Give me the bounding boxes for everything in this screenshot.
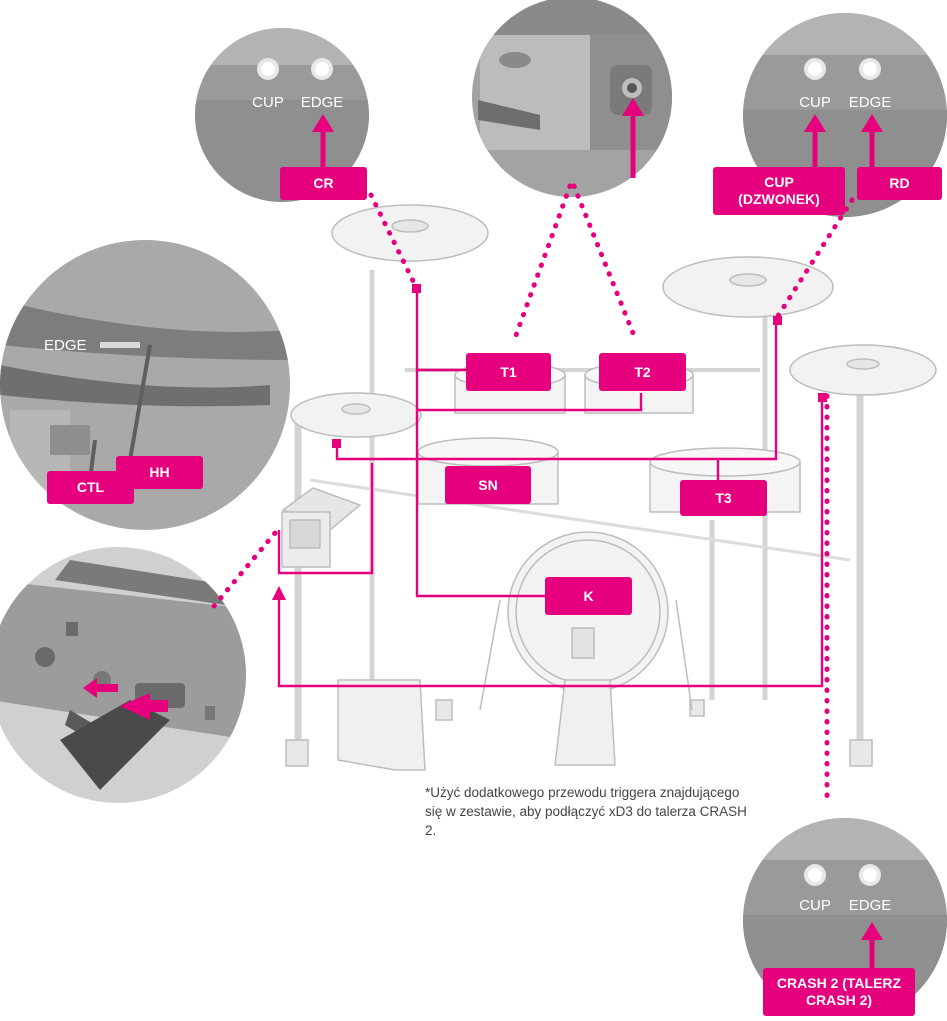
rd-cup-text: CUP	[799, 94, 831, 111]
rd-label: RD	[857, 167, 942, 200]
rd-edge-text: EDGE	[849, 94, 892, 111]
cup-dzwonek-label: CUP (DZWONEK)	[713, 167, 845, 215]
ctl-label: CTL	[47, 471, 134, 504]
k-label: K	[545, 577, 632, 615]
t2-label: T2	[599, 353, 686, 391]
hh-edge-text: EDGE	[44, 337, 87, 354]
cr-label: CR	[280, 167, 367, 200]
footnote-text: *Użyć dodatkowego przewodu triggera znaj…	[425, 785, 747, 838]
cr-cup-text: CUP	[252, 94, 284, 111]
crash2-label: CRASH 2 (TALERZ CRASH 2)	[763, 968, 915, 1016]
t3-label: T3	[680, 480, 767, 516]
t1-label: T1	[466, 353, 551, 391]
tom-jack-inset	[472, 0, 672, 197]
module-inset	[0, 547, 246, 803]
hh-inset: EDGE	[0, 240, 290, 530]
crash2-edge-text: EDGE	[849, 897, 892, 914]
crash2-cup-text: CUP	[799, 897, 831, 914]
cr-edge-text: EDGE	[301, 94, 344, 111]
cable-routing	[211, 110, 875, 968]
connection-markers	[332, 284, 827, 448]
sn-label: SN	[445, 466, 531, 504]
arrow-heads	[272, 98, 883, 940]
